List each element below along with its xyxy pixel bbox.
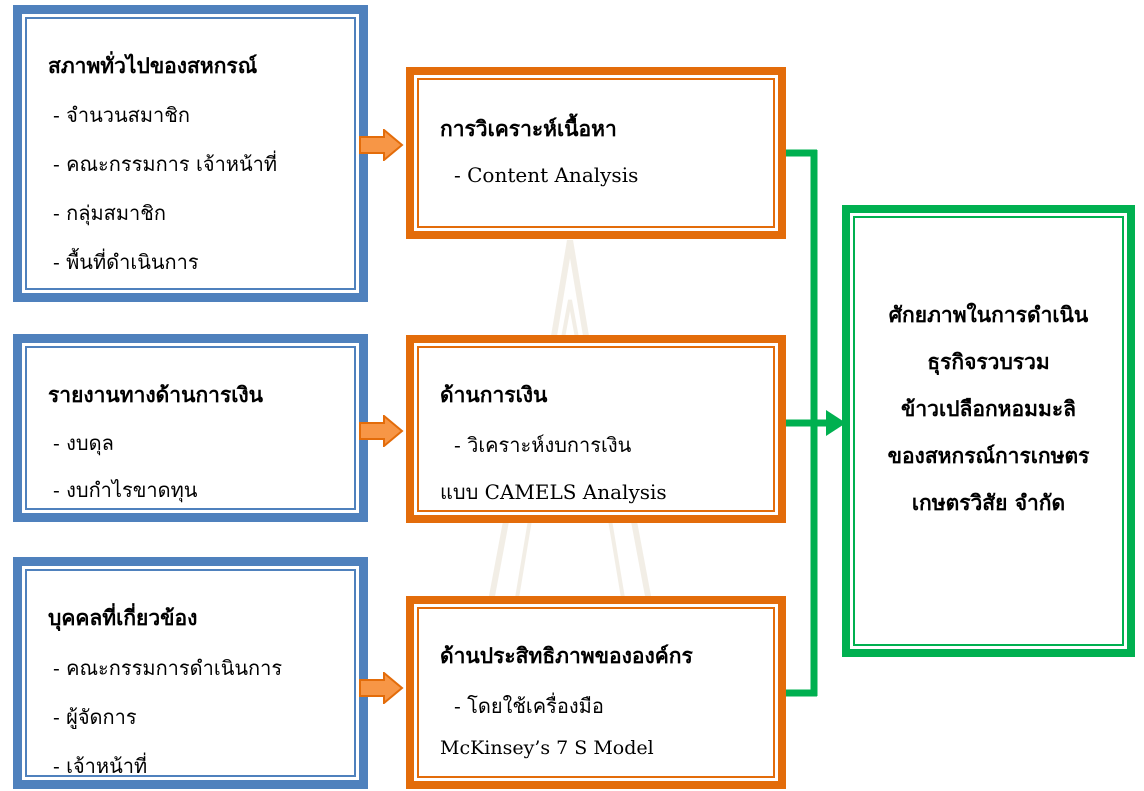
arrow-right-icon [359, 672, 404, 704]
input-title: บุคคลที่เกี่ยวข้อง [48, 605, 198, 630]
method-line: แบบ CAMELS Analysis [440, 480, 667, 504]
input-box-general-condition: สภาพทั่วไปของสหกรณ์ - จำนวนสมาชิก - คณะก… [13, 5, 368, 302]
method-line: - Content Analysis [454, 163, 639, 187]
result-line: ธุรกิจรวบรวม [927, 349, 1050, 374]
method-title: การวิเคราะห์เนื้อหา [440, 116, 617, 141]
input-item: - ผู้จัดการ [53, 705, 137, 729]
method-title: ด้านการเงิน [440, 382, 548, 407]
input-box-financial-report: รายงานทางด้านการเงิน - งบดุล - งบกำไรขาด… [13, 334, 368, 522]
arrow-right-icon [359, 129, 404, 161]
input-item: - คณะกรรมการดำเนินการ [53, 656, 283, 680]
input-item: - กลุ่มสมาชิก [53, 201, 166, 225]
input-title: รายงานทางด้านการเงิน [48, 382, 264, 407]
result-line: ข้าวเปลือกหอมมะลิ [901, 396, 1076, 421]
input-item: - เจ้าหน้าที่ [53, 754, 148, 778]
connector-arrowhead [826, 410, 846, 436]
method-line: McKinsey’s 7 S Model [440, 737, 654, 759]
arrow-right-icon [359, 415, 404, 447]
input-item: - งบดุล [53, 431, 114, 455]
method-box-organization-efficiency: ด้านประสิทธิภาพขององค์กร - โดยใช้เครื่อง… [406, 596, 786, 789]
input-item: - จำนวนสมาชิก [53, 103, 190, 127]
method-box-content-analysis: การวิเคราะห์เนื้อหา - Content Analysis [406, 67, 786, 239]
input-item: - คณะกรรมการ เจ้าหน้าที่ [53, 152, 278, 176]
result-line: ศักยภาพในการดำเนิน [888, 302, 1089, 327]
result-box: ศักยภาพในการดำเนิน ธุรกิจรวบรวม ข้าวเปลื… [842, 205, 1135, 657]
method-title: ด้านประสิทธิภาพขององค์กร [440, 643, 693, 668]
input-box-related-persons: บุคคลที่เกี่ยวข้อง - คณะกรรมการดำเนินการ… [13, 557, 368, 789]
input-item: - งบกำไรขาดทุน [53, 478, 198, 502]
result-line: ของสหกรณ์การเกษตร [887, 443, 1090, 468]
method-line: - โดยใช้เครื่องมือ [454, 694, 604, 718]
input-title: สภาพทั่วไปของสหกรณ์ [48, 53, 258, 78]
result-line: เกษตรวิสัย จำกัด [911, 490, 1066, 515]
input-item: - พื้นที่ดำเนินการ [53, 250, 199, 274]
method-line: - วิเคราะห์งบการเงิน [454, 433, 632, 457]
method-box-financial: ด้านการเงิน - วิเคราะห์งบการเงิน แบบ CAM… [406, 335, 786, 523]
